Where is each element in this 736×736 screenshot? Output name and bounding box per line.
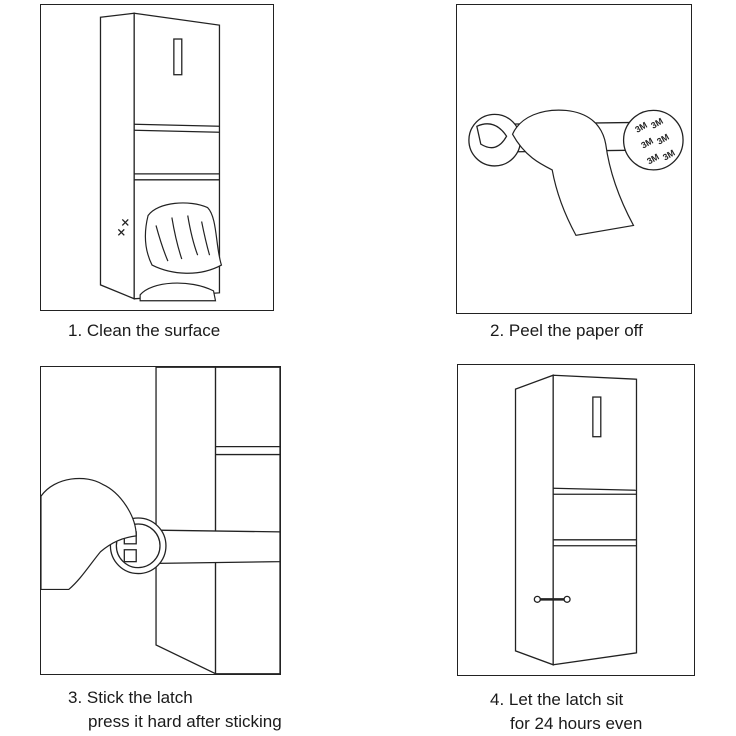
step-4-caption-line2: for 24 hours even bbox=[510, 714, 643, 733]
hand-drawing bbox=[511, 109, 635, 237]
fridge-cleaning-drawing bbox=[99, 12, 223, 302]
step-4-illustration bbox=[457, 364, 695, 676]
hand-drawing bbox=[41, 477, 137, 591]
step-1-caption-line1: 1. Clean the surface bbox=[68, 321, 221, 340]
step-1-illustration bbox=[40, 4, 274, 311]
latch-stick-drawing bbox=[41, 367, 280, 674]
step-3-caption: 3. Stick the latch press it hard after s… bbox=[68, 686, 282, 734]
step-3-caption-line1: 3. Stick the latch bbox=[68, 688, 193, 707]
step-1-caption: 1. Clean the surface bbox=[68, 319, 220, 343]
step-3-illustration bbox=[40, 366, 281, 675]
step-2-caption-line1: 2. Peel the paper off bbox=[490, 321, 643, 340]
step-3-caption-line2: press it hard after sticking bbox=[88, 712, 282, 731]
step-4-caption-line1: 4. Let the latch sit bbox=[490, 690, 624, 709]
step-2-illustration: 3M 3M 3M 3M 3M 3M bbox=[456, 4, 692, 314]
step-4-caption: 4. Let the latch sit for 24 hours even bbox=[490, 688, 642, 736]
step-2-caption: 2. Peel the paper off bbox=[490, 319, 643, 343]
fridge-with-latch-drawing bbox=[514, 374, 638, 666]
latch-peel-drawing: 3M 3M 3M 3M 3M 3M bbox=[468, 109, 684, 237]
